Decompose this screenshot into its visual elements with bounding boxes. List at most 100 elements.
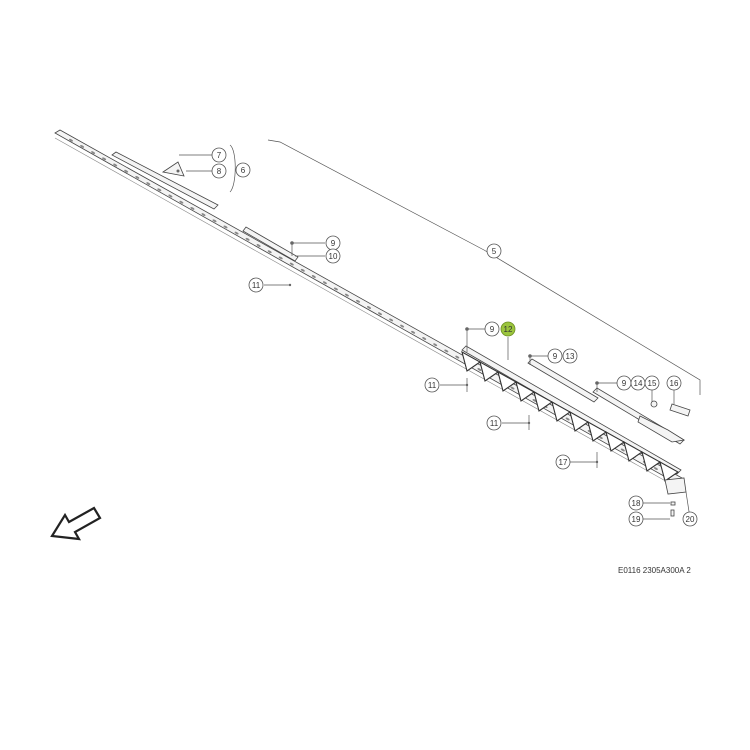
bar-hole <box>69 138 73 142</box>
bar-hole <box>378 312 382 316</box>
bar-hole <box>344 293 349 297</box>
knife-section <box>623 440 644 462</box>
bar-hole <box>367 306 371 309</box>
callout-circle <box>555 454 571 470</box>
knife-section <box>659 460 680 482</box>
callout-17: 17 <box>555 454 571 470</box>
bar-hole <box>444 349 449 353</box>
document-code: E0116 2305A300A 2 <box>618 566 691 575</box>
bar-hole <box>157 188 162 192</box>
knife-section <box>515 380 536 402</box>
callout-label: 15 <box>648 379 657 388</box>
knife-section <box>551 400 572 422</box>
callout-label: 6 <box>241 166 246 175</box>
callout-20: 20 <box>682 511 698 527</box>
callout-16: 16 <box>666 375 682 391</box>
bar-hole <box>245 237 250 241</box>
callout-circle <box>484 321 500 337</box>
hold-down-plate <box>161 161 185 177</box>
bar-hole <box>356 299 360 303</box>
bar-hole <box>389 318 394 322</box>
bar-hole <box>565 417 570 421</box>
callout-19: 19 <box>628 511 644 527</box>
bar-hole <box>620 448 625 452</box>
callout-label: 11 <box>252 281 261 290</box>
hardware-18-19 <box>670 501 676 517</box>
knife-section <box>497 370 518 392</box>
assembly-bracket-5 <box>267 139 701 395</box>
callout-9: 9 <box>484 321 500 337</box>
callout-label: 16 <box>670 379 679 388</box>
knife-section <box>479 360 500 382</box>
bar-hole <box>311 275 316 278</box>
callout-circle <box>424 377 440 393</box>
bar-hole <box>223 225 228 229</box>
callout-7: 7 <box>211 147 227 163</box>
arrow-down-left-icon <box>50 506 102 541</box>
callout-label: 9 <box>553 352 558 361</box>
knife-section <box>587 420 608 442</box>
knife-section <box>461 350 482 372</box>
callout-circle <box>248 277 264 293</box>
short-strip-upper <box>242 226 299 262</box>
callout-circle <box>666 375 682 391</box>
bar-hole <box>168 194 173 198</box>
knife-section <box>605 430 626 452</box>
bar-hole <box>411 330 416 334</box>
bar-hole <box>300 268 305 272</box>
bar-hole <box>135 176 140 179</box>
bar-hole <box>91 151 96 154</box>
bar-hole <box>124 169 129 173</box>
bar-hole <box>190 207 195 210</box>
callout-label: 14 <box>634 379 643 388</box>
bar-hole <box>212 219 217 223</box>
callout-label: 20 <box>686 515 695 524</box>
callout-label: 17 <box>559 458 568 467</box>
callout-circle <box>682 511 698 527</box>
callout-circle <box>486 415 502 431</box>
callout-label: 12 <box>504 325 513 334</box>
end-plate-20 <box>664 477 687 495</box>
callout-9: 9 <box>616 375 632 391</box>
bar-hole <box>433 343 438 347</box>
callout-circle <box>562 348 578 364</box>
callout-label: 9 <box>622 379 627 388</box>
callout-circle <box>547 348 563 364</box>
plate-14 <box>592 387 686 445</box>
callout-label: 8 <box>217 167 222 176</box>
callout-circle <box>211 147 227 163</box>
callout-label: 5 <box>492 247 497 256</box>
bar-hole <box>653 467 658 470</box>
callout-13: 13 <box>562 348 578 364</box>
callout-18: 18 <box>628 495 644 511</box>
knife-section <box>533 390 554 412</box>
callout-6: 6 <box>235 162 251 178</box>
callout-9: 9 <box>325 235 341 251</box>
callout-circle <box>486 243 502 259</box>
callout-11: 11 <box>248 277 264 293</box>
callout-label: 9 <box>490 325 495 334</box>
bar-hole <box>333 287 338 291</box>
callout-8: 8 <box>211 163 227 179</box>
callout-15: 15 <box>644 375 660 391</box>
callout-label: 7 <box>217 151 222 160</box>
callout-label: 11 <box>490 419 499 428</box>
callout-circle <box>325 248 341 264</box>
bar-hole <box>510 386 515 390</box>
bar-hole <box>256 244 261 247</box>
knife-section <box>569 410 590 432</box>
callout-label: 11 <box>428 381 437 390</box>
callout-circle <box>500 321 516 337</box>
callout-circle <box>644 375 660 391</box>
bar-hole <box>113 163 118 167</box>
callout-label: 13 <box>566 352 575 361</box>
bar-hole <box>278 256 283 260</box>
callout-14: 14 <box>630 375 646 391</box>
strip-13 <box>527 358 599 403</box>
callout-11: 11 <box>424 377 440 393</box>
callout-label: 19 <box>632 515 641 524</box>
knife-section <box>641 450 662 472</box>
bar-hole <box>201 213 206 216</box>
